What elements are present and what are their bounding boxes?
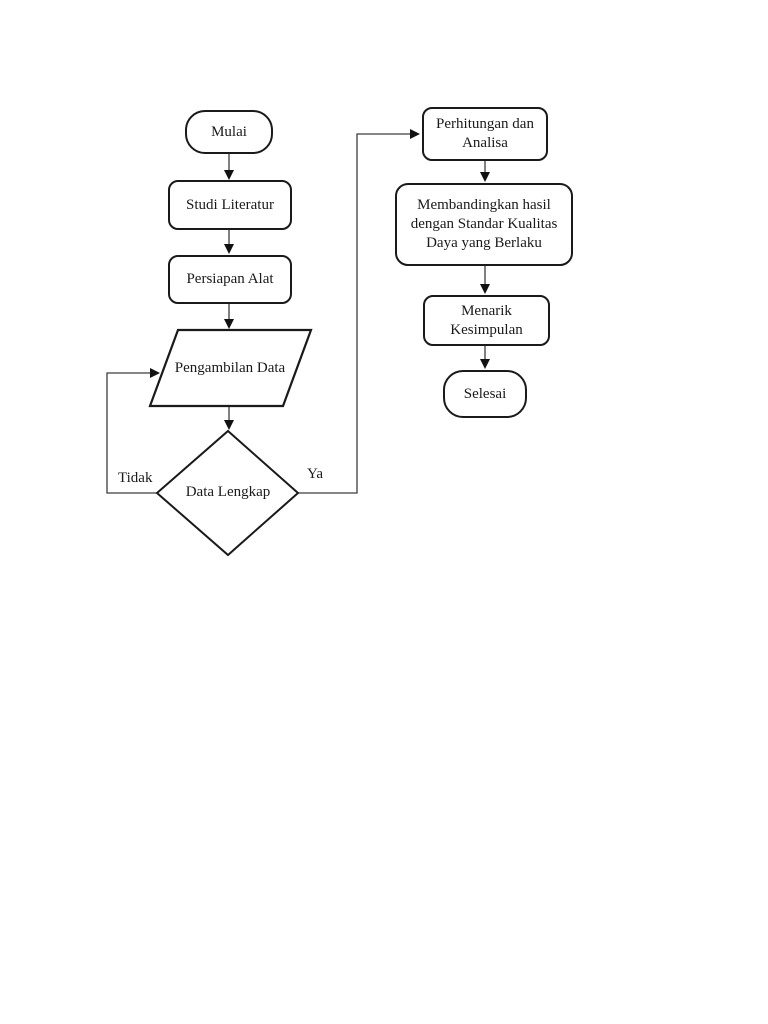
node-label-studi-literatur: Studi Literatur xyxy=(186,196,274,213)
node-studi-literatur: Studi Literatur xyxy=(168,180,292,230)
node-label-selesai: Selesai xyxy=(463,385,507,402)
node-label-pengambilan-data: Pengambilan Data xyxy=(174,360,286,377)
diamond-shape-data-lengkap xyxy=(155,429,300,557)
node-mulai: Mulai xyxy=(185,110,273,154)
node-label-data-lengkap: Data Lengkap xyxy=(185,484,271,501)
node-label-membandingkan-hasil: Membandingkan hasil dengan Standar Kuali… xyxy=(410,197,558,251)
edge-label-tidak: Tidak xyxy=(118,470,153,486)
node-label-perhitungan-dan-analisa: Perhitungan dan Analisa xyxy=(436,116,534,151)
node-label-mulai: Mulai xyxy=(211,123,247,140)
parallelogram-shape-pengambilan-data xyxy=(148,328,313,408)
edge-data-lengkap-tidak-loop xyxy=(106,368,160,494)
node-selesai: Selesai xyxy=(443,370,527,418)
node-persiapan-alat: Persiapan Alat xyxy=(168,255,292,304)
edge-data-lengkap-ya-to-perhitungan xyxy=(298,129,420,494)
node-perhitungan-dan-analisa: Perhitungan dan Analisa xyxy=(422,107,548,161)
edge-label-ya: Ya xyxy=(307,466,323,482)
node-menarik-kesimpulan: Menarik Kesimpulan xyxy=(423,295,550,346)
node-label-menarik-kesimpulan: Menarik Kesimpulan xyxy=(450,302,523,338)
node-label-persiapan-alat: Persiapan Alat xyxy=(186,271,274,288)
node-membandingkan-hasil: Membandingkan hasil dengan Standar Kuali… xyxy=(395,183,573,266)
